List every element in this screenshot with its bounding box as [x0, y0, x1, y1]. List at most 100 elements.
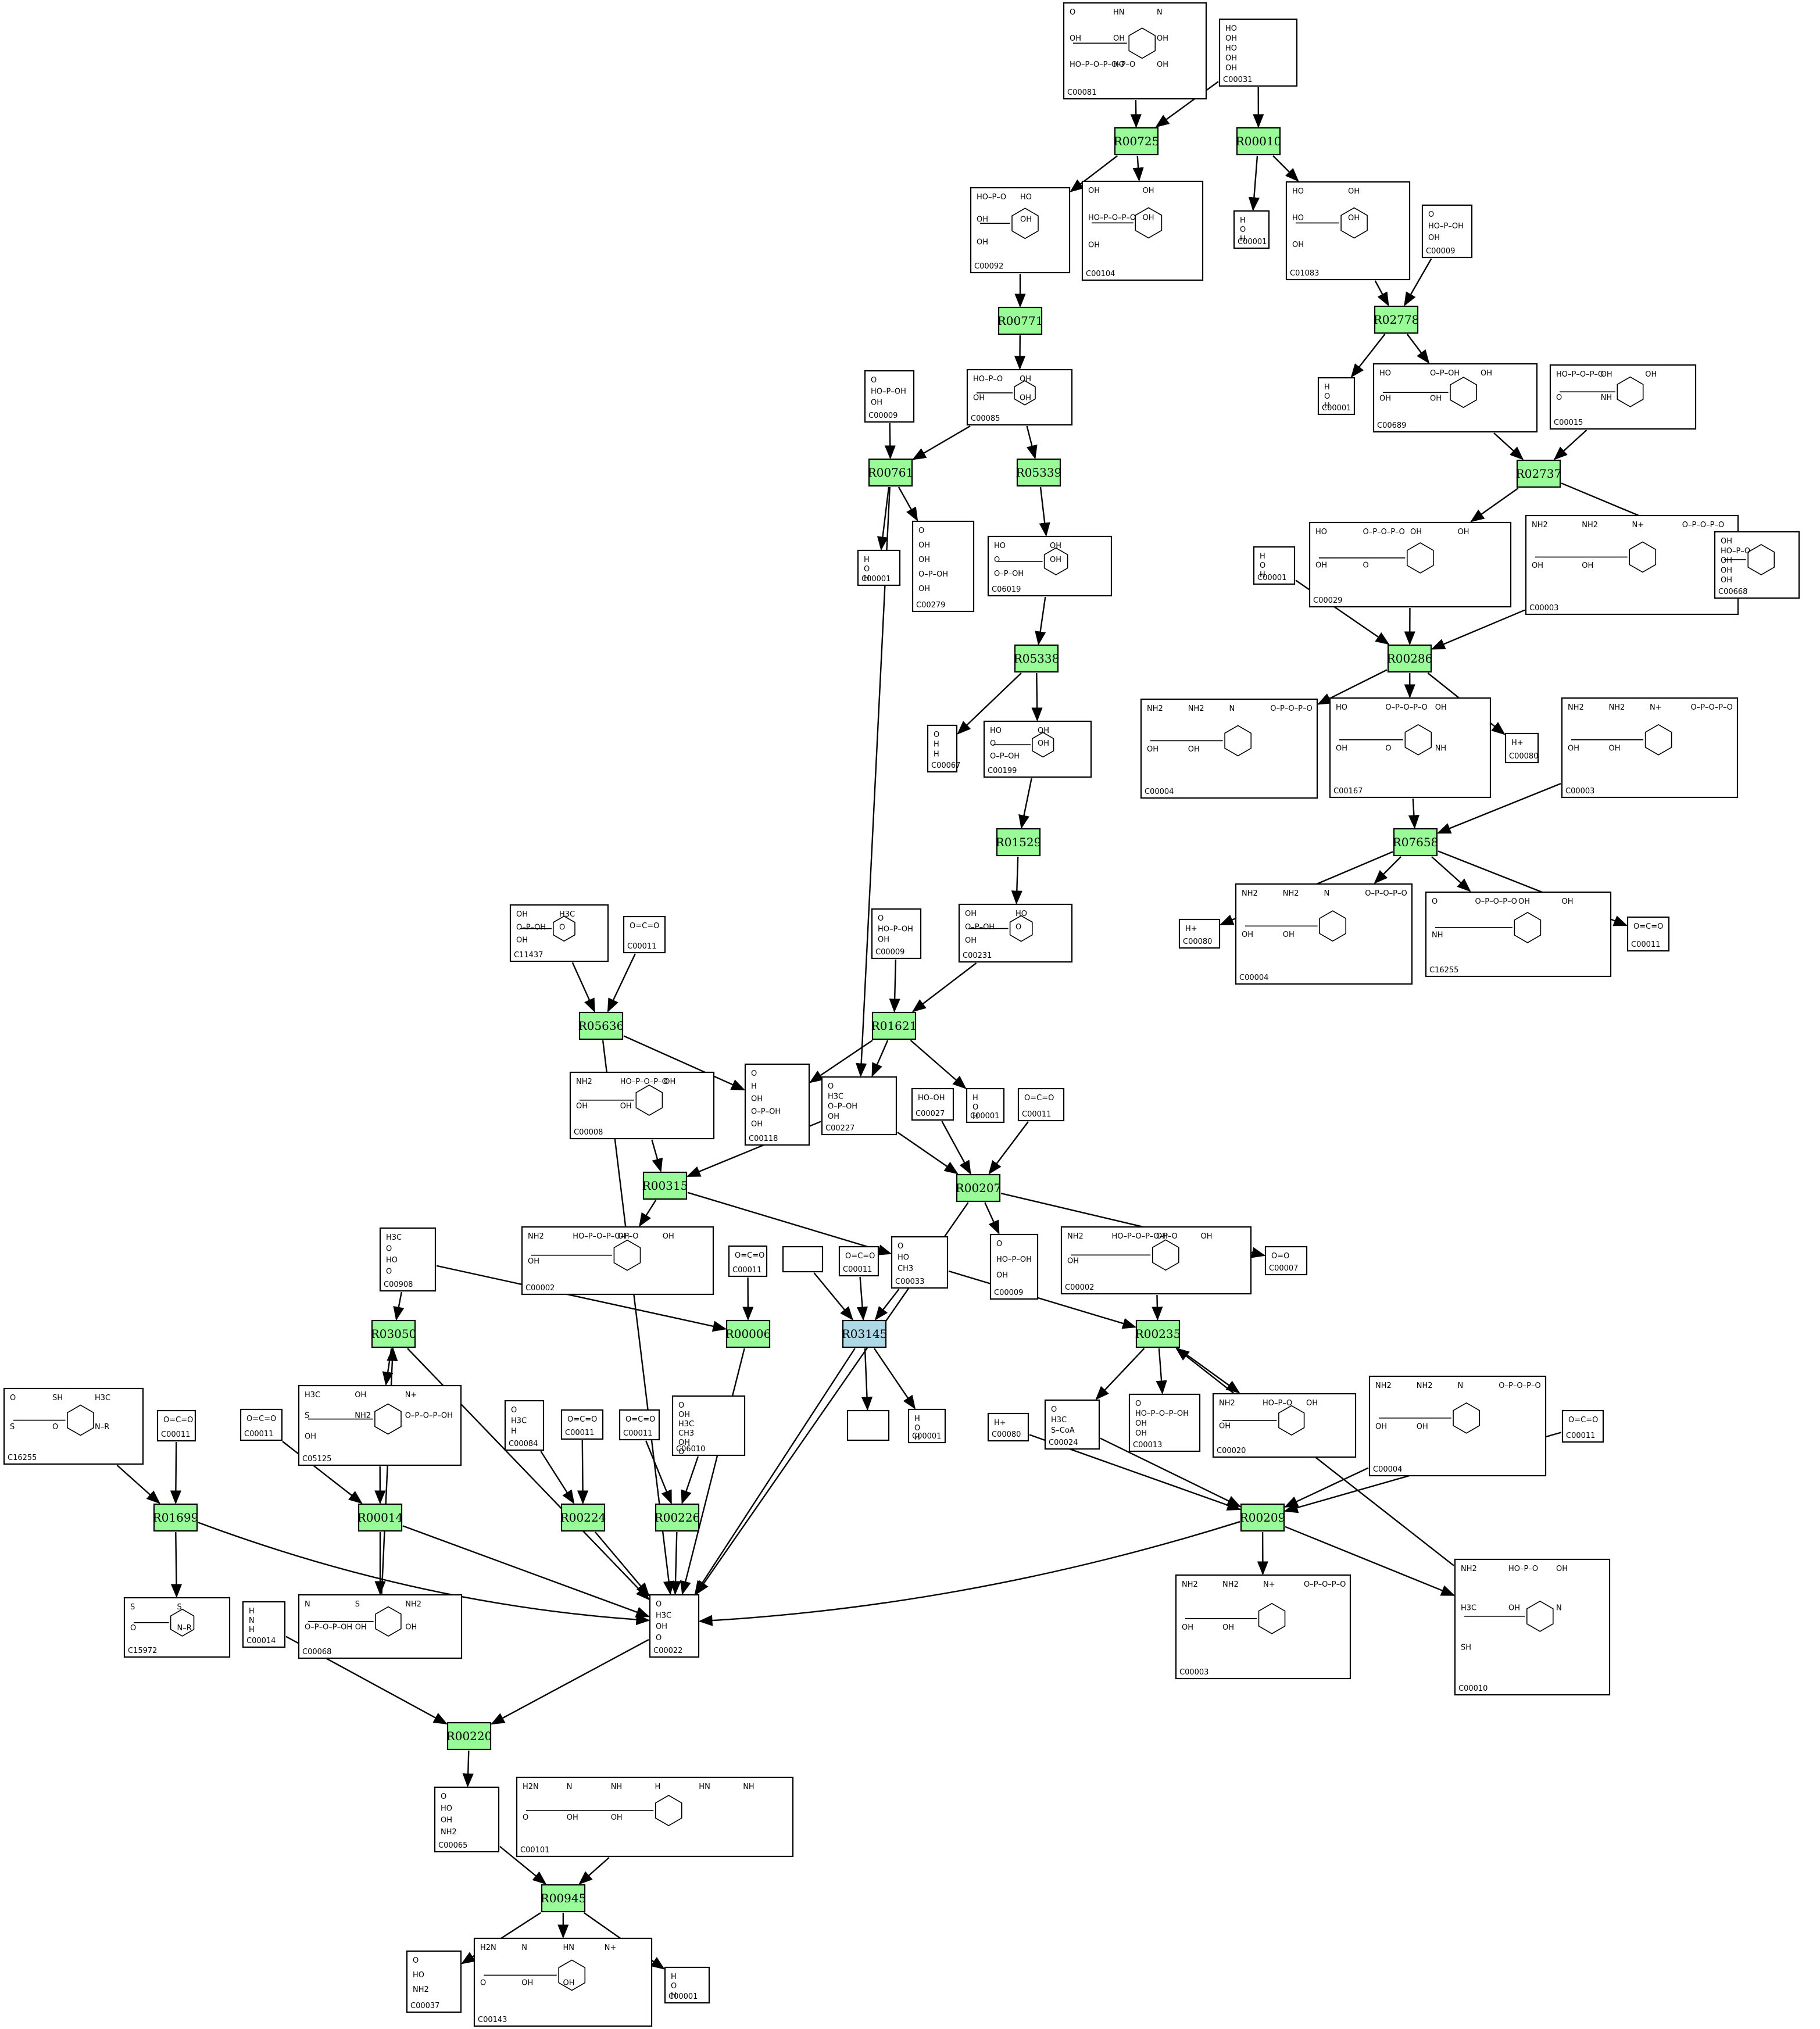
reaction-node-R00220[interactable]: R00220 — [446, 1722, 492, 1751]
reaction-node-R00010[interactable]: R00010 — [1236, 127, 1282, 156]
reaction-node-R05339[interactable]: R05339 — [1016, 458, 1062, 487]
reaction-node-R00315[interactable]: R00315 — [642, 1171, 688, 1200]
reaction-node-R05636[interactable]: R05636 — [578, 1011, 624, 1040]
reaction-node-R00209[interactable]: R00209 — [1240, 1503, 1286, 1532]
compound-blank-42[interactable] — [782, 1246, 824, 1273]
reaction-node-R00771[interactable]: R00771 — [997, 306, 1043, 335]
reaction-node-R01621[interactable]: R01621 — [871, 1011, 917, 1040]
reaction-node-R01529[interactable]: R01529 — [996, 828, 1042, 857]
compound-C00080[interactable]: H+C00080 — [987, 1412, 1029, 1442]
reaction-node-R01699[interactable]: R01699 — [153, 1503, 199, 1532]
reaction-node-R05338[interactable]: R05338 — [1014, 644, 1060, 673]
reaction-node-R00226[interactable]: R00226 — [655, 1503, 700, 1532]
reaction-node-R07658[interactable]: R07658 — [1393, 828, 1439, 857]
reaction-node-R00235[interactable]: R00235 — [1135, 1319, 1181, 1348]
reaction-node-R00224[interactable]: R00224 — [560, 1503, 606, 1532]
reaction-node-R00761[interactable]: R00761 — [868, 458, 914, 487]
reaction-node-R02778[interactable]: R02778 — [1374, 305, 1419, 334]
compound-C00080[interactable]: H+C00080 — [1504, 732, 1539, 764]
reaction-node-R00725[interactable]: R00725 — [1114, 127, 1160, 156]
reaction-node-R02737[interactable]: R02737 — [1516, 459, 1562, 488]
compound-C00080[interactable]: H+C00080 — [1178, 918, 1221, 949]
reaction-node-R00945[interactable]: R00945 — [541, 1884, 587, 1913]
reaction-node-R00014[interactable]: R00014 — [357, 1503, 403, 1532]
compound-blank-56[interactable] — [846, 1409, 890, 1441]
reaction-node-R03050[interactable]: R03050 — [371, 1319, 417, 1348]
reaction-node-R00207[interactable]: R00207 — [956, 1173, 1002, 1203]
reaction-node-R00006[interactable]: R00006 — [725, 1319, 771, 1348]
reaction-node-R00286[interactable]: R00286 — [1387, 644, 1433, 673]
